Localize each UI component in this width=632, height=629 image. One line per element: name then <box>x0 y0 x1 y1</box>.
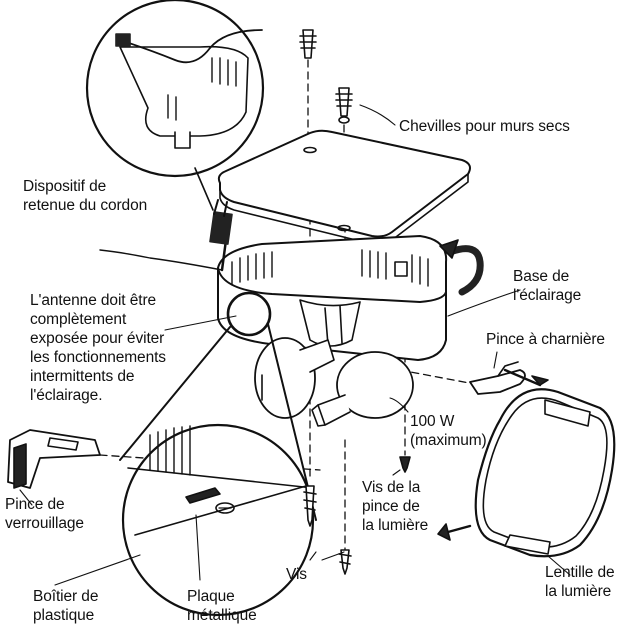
label-locking-clip: Pince de verrouillage <box>5 496 84 532</box>
power-cord <box>99 199 233 272</box>
rotation-arrow-icon <box>439 239 484 296</box>
lens-clip-screw <box>399 456 411 473</box>
label-metal-plate: Plaque métallique <box>187 588 257 624</box>
label-light-base: Base de l'éclairage <box>513 268 582 304</box>
light-bulb-left <box>254 337 335 419</box>
label-cord-retainer: Dispositif de retenue du cordon <box>23 178 148 214</box>
label-hinge-clip: Pince à charnière <box>486 331 605 348</box>
drywall-anchor-1 <box>299 29 317 59</box>
label-plastic-housing: Boîtier de plastique <box>33 588 99 624</box>
label-lens-screw: Vis de la pince de la lumière <box>362 479 429 534</box>
drywall-anchor-2 <box>335 87 353 124</box>
light-bulb-right <box>311 351 414 427</box>
screw-left <box>303 485 317 527</box>
ceiling-plate <box>217 129 471 246</box>
label-wall-anchors: Chevilles pour murs secs <box>399 118 570 135</box>
label-wattage: 100 W (maximum) <box>410 413 487 449</box>
light-base-housing <box>217 235 448 361</box>
leader-lines <box>19 104 571 586</box>
cord-retainer-magnifier <box>85 0 265 211</box>
light-lens <box>437 388 616 558</box>
label-antenna-note: L'antenne doit être complètement exposée… <box>30 292 166 404</box>
label-screws: Vis <box>286 566 307 583</box>
screw-right <box>338 549 352 575</box>
locking-clip <box>7 429 101 489</box>
hinge-clip <box>469 361 549 395</box>
label-light-lens: Lentille de la lumière <box>545 564 615 600</box>
